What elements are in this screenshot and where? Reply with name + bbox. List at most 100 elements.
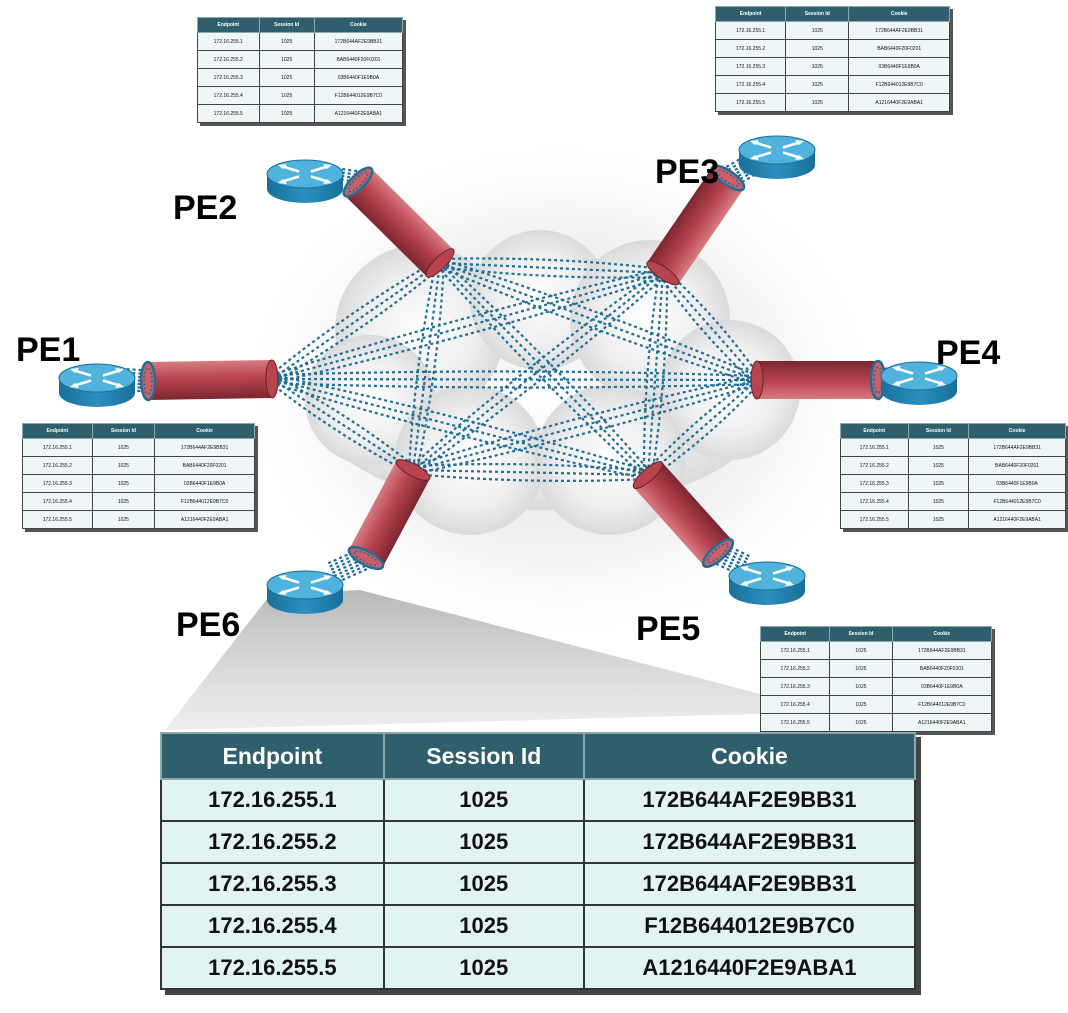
table-cell: 03B6440F1E9B0A	[891, 677, 993, 696]
table-cell: 1025	[382, 904, 585, 948]
session-line	[646, 272, 665, 476]
router-label-pe4: PE4	[936, 334, 1000, 372]
table-cell: 1025	[382, 778, 585, 822]
table-cell: 172B644AF2E9BB31	[848, 21, 950, 40]
table-cell: 1025	[382, 820, 585, 864]
session-line	[413, 463, 649, 473]
column-header: Endpoint	[714, 6, 787, 22]
session-line	[409, 268, 662, 468]
table-cell: 172.16.255.3	[840, 474, 909, 493]
zoom-funnel	[165, 590, 830, 730]
table-cell: 172.16.255.2	[197, 50, 260, 69]
table-cell: F12B644012E9B7C0	[848, 75, 950, 94]
session-line	[411, 375, 757, 468]
session-line	[407, 262, 438, 470]
table-cell: 1025	[258, 104, 315, 123]
table-cell: 03B6440F1E9B0A	[968, 474, 1066, 493]
session-line	[271, 378, 414, 471]
table-cell: 172.16.255.2	[22, 456, 93, 475]
tunnel-icon	[347, 459, 431, 571]
session-line	[412, 378, 758, 472]
table-cell: 172.16.255.2	[714, 39, 787, 58]
tunnel-icon	[646, 164, 746, 286]
table-cell: BAB6440F20F0201	[848, 39, 950, 58]
column-header: Session Id	[829, 626, 893, 642]
column-header: Session Id	[785, 6, 850, 22]
table-cell: 1025	[91, 510, 156, 529]
column-header: Endpoint	[160, 732, 385, 780]
table-cell: 1025	[258, 50, 315, 69]
table-cell: 1025	[907, 438, 970, 457]
table-cell: 172B644AF2E9BB31	[582, 820, 917, 864]
session-line	[642, 272, 661, 475]
table-cell: 1025	[785, 39, 850, 58]
tunnel-icon	[139, 359, 279, 402]
table-cell: 172.16.255.5	[22, 510, 93, 529]
table-cell: A1216440F2E9ABA1	[582, 946, 917, 990]
table-cell: 1025	[785, 57, 850, 76]
session-line	[270, 268, 663, 377]
router-icon	[728, 561, 806, 605]
table-cell: 172.16.255.5	[714, 93, 787, 112]
router-icon	[266, 159, 344, 203]
table-cell: 1025	[258, 86, 315, 105]
session-line	[659, 275, 755, 384]
router-icon	[266, 570, 344, 614]
table-cell: 172.16.255.1	[714, 21, 787, 40]
column-header: Endpoint	[197, 17, 260, 33]
table-cell: 172.16.255.5	[160, 946, 385, 990]
column-header: Cookie	[848, 6, 950, 22]
session-line	[439, 262, 649, 476]
table-cell: A1216440F2E9ABA1	[968, 510, 1066, 529]
column-header: Session Id	[258, 17, 315, 33]
table-cell: 172.16.255.3	[197, 68, 260, 87]
router-label-pe5: PE5	[636, 610, 700, 648]
table-cell: 1025	[258, 68, 315, 87]
table-cell: A1216440F2E9ABA1	[848, 93, 950, 112]
session-line	[436, 265, 646, 479]
table-cell: F12B644012E9B7C0	[154, 492, 255, 511]
session-line	[271, 381, 758, 389]
session-line	[271, 271, 664, 381]
table-cell: F12B644012E9B7C0	[891, 695, 993, 714]
table-cell: 172.16.255.5	[840, 510, 909, 529]
session-line	[272, 275, 665, 384]
session-bundle	[722, 152, 751, 170]
column-header: Endpoint	[840, 423, 909, 439]
session-line	[272, 374, 650, 473]
router-label-pe6: PE6	[176, 606, 240, 644]
router-label-pe3: PE3	[655, 153, 719, 191]
table-cell: 172.16.255.5	[197, 104, 260, 123]
session-line	[411, 262, 442, 471]
table-cell: BAB6440F20F0201	[313, 50, 404, 69]
session-bundle	[713, 561, 741, 577]
column-header: Cookie	[891, 626, 993, 642]
session-line	[442, 259, 652, 473]
table-cell: 172.16.255.3	[759, 677, 831, 696]
table-cell: 172B644AF2E9BB31	[313, 32, 404, 51]
column-header: Session Id	[907, 423, 970, 439]
table-cell: 03B6440F1E9B0A	[848, 57, 950, 76]
table-cell: 172.16.255.3	[160, 862, 385, 906]
